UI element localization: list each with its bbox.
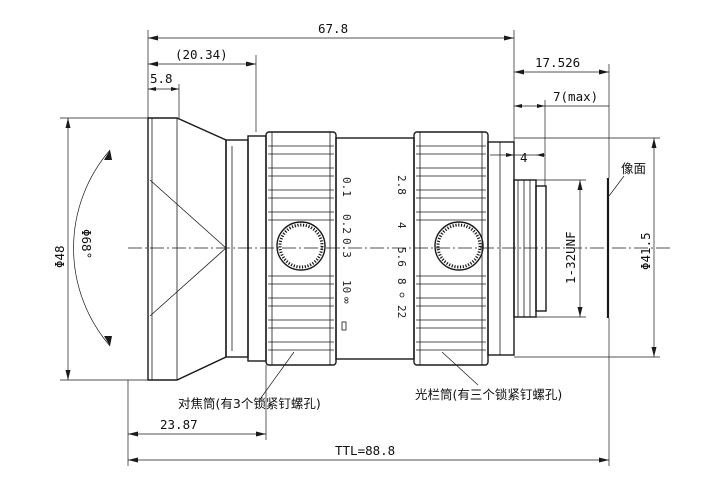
image-plane-callout: 像面 — [608, 161, 646, 197]
dim-total-track: TTL=88.8 — [128, 443, 609, 463]
dim-front-lip: 5.8 — [148, 71, 179, 91]
dim-front-diameter: Φ48 — [52, 118, 71, 380]
iris-ring — [413, 131, 489, 366]
dim-front-to-ring: 23.87 — [128, 417, 266, 437]
dim-max-protrusion-label: 7(max) — [553, 89, 598, 104]
focus-scale-far: 10 — [340, 280, 353, 293]
dim-front-offset: (20.34) — [148, 47, 256, 67]
focus-scale-mid-a: 0.2 — [340, 214, 353, 234]
focus-scale-mid-b: 0.3 — [340, 238, 353, 258]
dim-flange-distance-label: 17.526 — [535, 55, 580, 70]
focus-lock-knob — [276, 221, 326, 271]
dim-front-diameter-label: Φ48 — [52, 245, 67, 268]
iris-scale-b: 4 — [395, 222, 408, 229]
dim-front-to-ring-label: 23.87 — [160, 417, 198, 432]
iris-scale-d: 8 — [395, 278, 408, 285]
dim-field-angle: Φ68° — [73, 149, 112, 347]
dim-front-offset-label: (20.34) — [175, 47, 228, 62]
iris-scale-e: 22 — [395, 305, 408, 318]
lens-body — [147, 117, 610, 381]
dim-body-diameter-label: Φ41.5 — [638, 232, 653, 270]
iris-scale: 2.8 4 5.6 8 22 — [395, 175, 408, 318]
dim-mount-step: 4 — [490, 150, 545, 165]
dim-body-diameter: Φ41.5 — [638, 138, 657, 357]
focus-scale-inf: ∞ — [340, 297, 353, 304]
dim-overall-length-label: 67.8 — [318, 21, 348, 36]
extension-lines — [60, 30, 660, 466]
iris-lock-knob — [434, 221, 484, 271]
dim-total-track-label: TTL=88.8 — [335, 443, 395, 458]
image-plane-label: 像面 — [621, 161, 646, 176]
front-hood — [147, 117, 227, 381]
dim-mount-step-label: 4 — [520, 150, 528, 165]
iris-ring-label: 光栏筒(有三个锁紧钉螺孔) — [415, 387, 562, 402]
dim-front-lip-label: 5.8 — [150, 71, 173, 86]
focus-ring-callout: 对焦筒(有3个锁紧钉螺孔) — [178, 351, 321, 411]
dim-mount-thread-label: 1-32UNF — [563, 231, 578, 284]
dim-flange-distance: 17.526 — [514, 55, 609, 75]
focus-ring-label: 对焦筒(有3个锁紧钉螺孔) — [178, 396, 321, 411]
iris-ring-callout: 光栏筒(有三个锁紧钉螺孔) — [415, 351, 562, 402]
dim-mount-thread: 1-32UNF — [563, 180, 583, 317]
rear-body — [487, 141, 515, 356]
dim-max-protrusion: 7(max) — [514, 89, 609, 108]
focus-scale: 0.1 0.2 0.3 10 ∞ — [340, 177, 353, 331]
iris-scale-a: 2.8 — [395, 175, 408, 195]
dim-field-angle-label: Φ68° — [79, 229, 94, 259]
focus-scale-top: 0.1 — [340, 177, 353, 197]
iris-scale-c: 5.6 — [395, 247, 408, 267]
dim-overall-length: 67.8 — [148, 21, 514, 41]
c-mount — [513, 179, 547, 318]
